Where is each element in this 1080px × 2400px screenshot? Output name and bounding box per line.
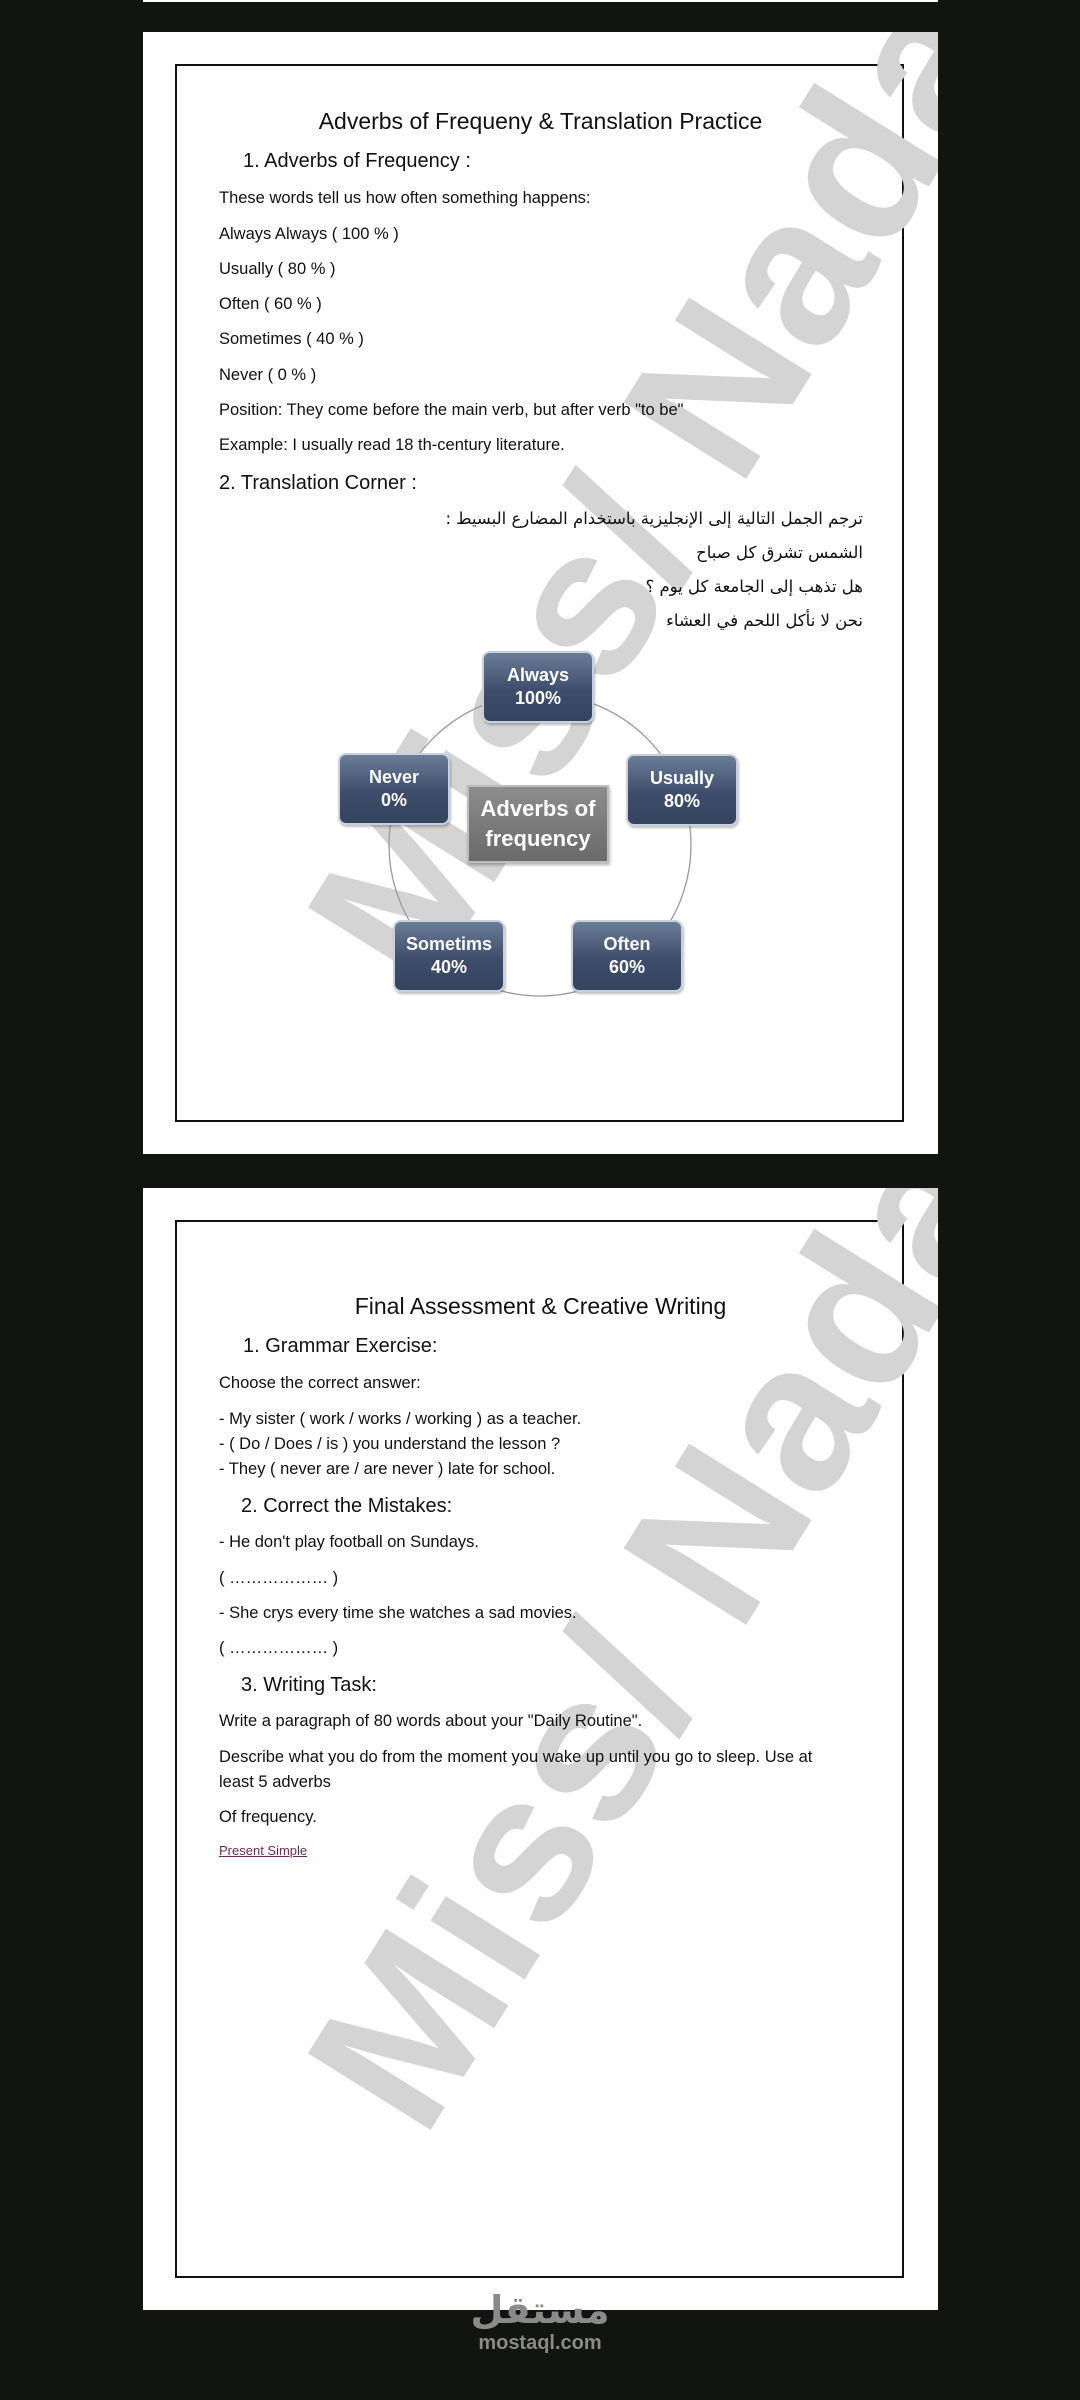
present-simple-link[interactable]: Present Simple: [219, 1843, 308, 1858]
question-item: - They ( never are / are never ) late fo…: [219, 1460, 556, 1478]
section-heading: 2. Translation Corner :: [219, 472, 417, 494]
adverb-item: Often ( 60 % ): [219, 295, 322, 313]
node-label: Often: [603, 934, 651, 954]
intro-text: These words tell us how often something …: [219, 189, 591, 207]
section-heading: 1. Adverbs of Frequency :: [243, 150, 471, 172]
diagram-center: Adverbs of frequency: [467, 785, 609, 863]
section-heading: 3. Writing Task:: [241, 1674, 377, 1696]
diagram-node-often: Often 60%: [571, 920, 683, 992]
node-value: 80%: [663, 791, 701, 811]
diagram-node-never: Never 0%: [338, 753, 450, 825]
node-label: Sometims: [405, 934, 493, 954]
position-text: Position: They come before the main verb…: [219, 401, 684, 419]
page-border: [175, 64, 904, 1122]
example-text: Example: I usually read 18 th-century li…: [219, 436, 565, 454]
page-border: [175, 1220, 904, 2278]
diagram-node-usually: Usually 80%: [626, 754, 738, 826]
task-text: Write a paragraph of 80 words about your…: [219, 1712, 643, 1730]
adverb-item: Never ( 0 % ): [219, 366, 317, 384]
node-value: 0%: [380, 790, 407, 810]
task-text: least 5 adverbs: [219, 1773, 331, 1791]
diagram-node-sometimes: Sometims 40%: [393, 920, 505, 992]
mostaql-logo-latin: mostaql.com: [478, 2332, 602, 2354]
previous-page-edge: [143, 0, 938, 2]
adverb-item: Always Always ( 100 % ): [219, 225, 399, 243]
diagram-center-label: frequency: [485, 826, 591, 851]
task-text: Of frequency.: [219, 1808, 317, 1826]
mistake-sentence: - She crys every time she watches a sad …: [219, 1604, 577, 1622]
answer-blank: ( ……………… ): [219, 1569, 339, 1587]
arabic-sentence: نحن لا نأكل اللحم في العشاء: [666, 611, 863, 630]
node-value: 100%: [514, 688, 562, 708]
instruction-text: Choose the correct answer:: [219, 1374, 421, 1392]
question-item: - ( Do / Does / is ) you understand the …: [219, 1435, 561, 1453]
arabic-instruction: ترجم الجمل التالية إلى الإنجليزية باستخد…: [445, 509, 863, 528]
node-label: Always: [506, 665, 570, 685]
mostaql-logo-arabic: مستقل: [470, 2288, 610, 2332]
answer-blank: ( ……………… ): [219, 1639, 339, 1657]
arabic-sentence: الشمس تشرق كل صباح: [696, 543, 863, 562]
arabic-sentence: هل تذهب إلى الجامعة كل يوم ؟: [645, 577, 863, 596]
section-heading: 1. Grammar Exercise:: [243, 1335, 438, 1357]
section-heading: 2. Correct the Mistakes:: [241, 1495, 453, 1517]
task-text: Describe what you do from the moment you…: [219, 1748, 813, 1766]
node-label: Never: [368, 767, 420, 787]
mistake-sentence: - He don't play football on Sundays.: [219, 1533, 479, 1551]
page-title: Final Assessment & Creative Writing: [354, 1293, 727, 1319]
diagram-node-always: Always 100%: [482, 651, 594, 723]
node-value: 60%: [608, 957, 646, 977]
adverb-item: Sometimes ( 40 % ): [219, 330, 364, 348]
adverb-item: Usually ( 80 % ): [219, 260, 336, 278]
document-page-1: Miss/ Nada Adverbs of Frequeny & Transla…: [143, 32, 938, 1154]
document-page-2: Miss/ Nada Final Assessment & Creative W…: [143, 1188, 938, 2310]
node-label: Usually: [649, 768, 715, 788]
diagram-center-label: Adverbs of: [480, 796, 596, 821]
question-item: - My sister ( work / works / working ) a…: [219, 1410, 582, 1428]
node-value: 40%: [430, 957, 468, 977]
page-title: Adverbs of Frequeny & Translation Practi…: [318, 108, 763, 134]
